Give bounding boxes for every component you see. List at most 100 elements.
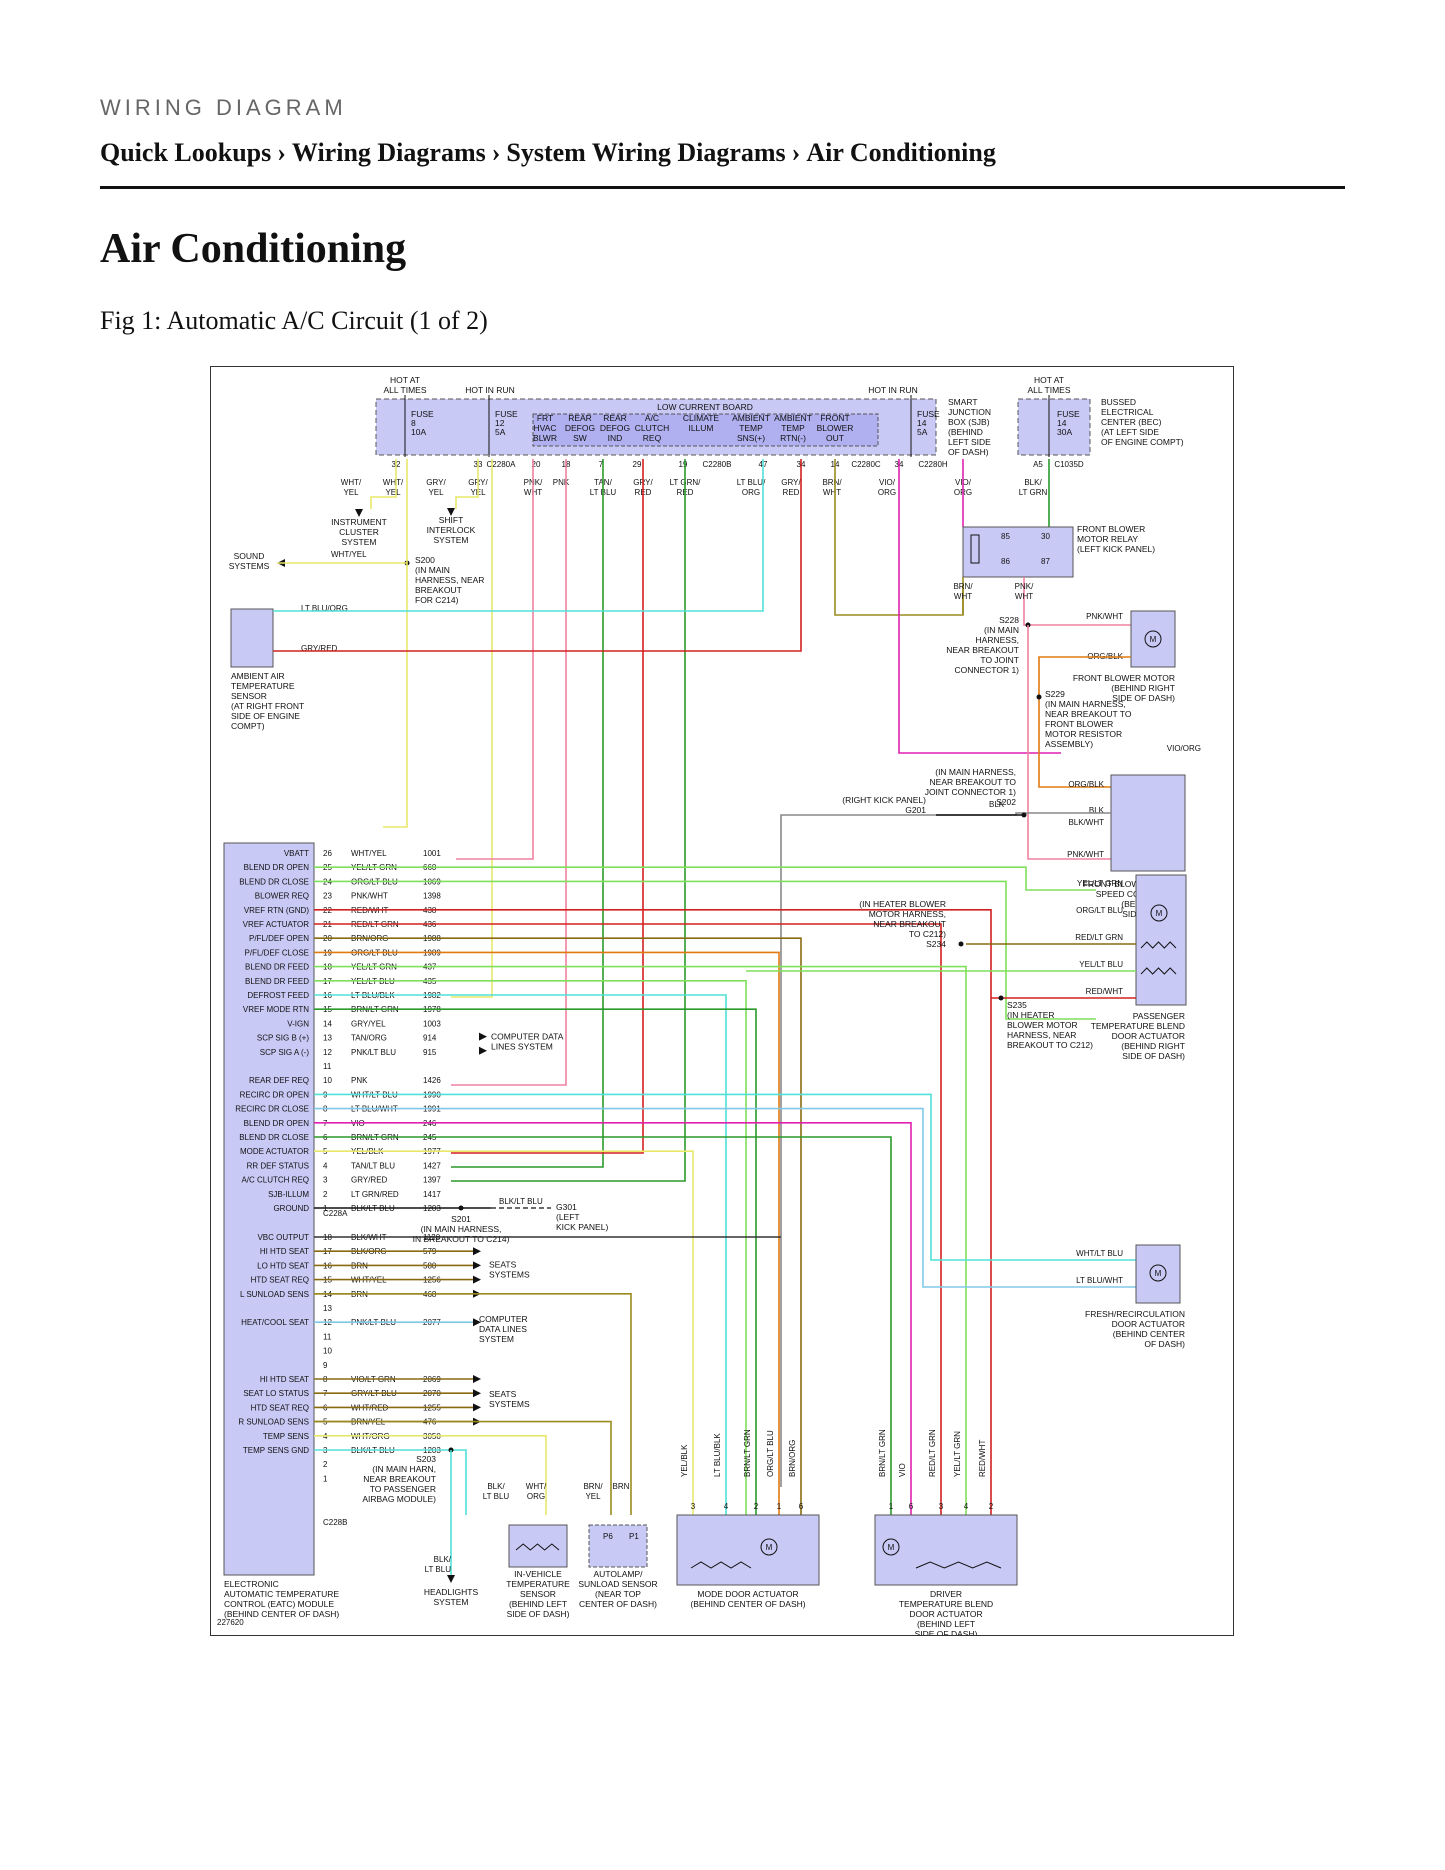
fresh-recirc-label: (BEHIND CENTER — [1113, 1329, 1185, 1339]
wire-color-label: WHT/ — [526, 1482, 547, 1491]
wire-wht-ltblu — [314, 1093, 1136, 1261]
eatc-pin-number: 1 — [323, 1474, 328, 1483]
eatc-label: ELECTRONIC — [224, 1579, 279, 1589]
eatc-pin-number: 26 — [323, 849, 332, 858]
computer-data-lines-label-2: DATA LINES — [479, 1324, 527, 1334]
connector-pin-label: 19 — [679, 460, 688, 469]
board-column-label: AMBIENT — [774, 413, 812, 423]
wire-red-ltgrn — [314, 923, 942, 1515]
blower-motor-icon — [1144, 630, 1162, 648]
header-divider — [100, 186, 1345, 189]
s200-label: BREAKOUT — [415, 585, 462, 595]
wire-color-label: BRN — [613, 1482, 630, 1491]
eatc-pin-function: VBATT — [284, 849, 309, 858]
eatc-pin-number: 9 — [323, 1361, 328, 1370]
resistor-icon — [1140, 941, 1177, 949]
wire-color-label: GRY/YEL — [351, 1019, 386, 1028]
in-vehicle-sensor-label: (BEHIND LEFT — [509, 1599, 567, 1609]
wire-color-label: VIO — [898, 1463, 907, 1477]
resistor-icon — [1140, 967, 1177, 975]
wire-color-label: VIO/ORG — [1167, 744, 1201, 753]
wire-color-label: BLK/ — [1024, 478, 1042, 487]
eatc-pin-function: L SUNLOAD SENS — [240, 1290, 309, 1299]
arrow-down-icon — [355, 509, 363, 517]
eatc-pin-function: HEAT/COOL SEAT — [241, 1318, 309, 1327]
wire-vio — [314, 1121, 912, 1515]
ambient-sensor-label: (AT RIGHT FRONT — [231, 701, 304, 711]
eatc-pin-function: DEFROST FEED — [247, 991, 309, 1000]
board-column-label: HVAC — [534, 423, 557, 433]
wire-vio-org — [898, 459, 1061, 754]
headlights-system-label: HEADLIGHTS — [424, 1587, 479, 1597]
board-column-label: BLOWER — [817, 423, 854, 433]
breadcrumb-item[interactable]: Quick Lookups — [100, 138, 272, 167]
wire-color-label: WHT — [1015, 592, 1033, 601]
wire-color-label: WHT — [954, 592, 972, 601]
relay-pin-label: 85 — [1001, 532, 1010, 541]
s234-label: MOTOR HARNESS, — [869, 909, 946, 919]
circuit-number: 1398 — [423, 892, 441, 901]
wire-brn-org — [314, 937, 802, 1515]
eatc-pin-function: V-IGN — [287, 1019, 309, 1028]
fuse-label: 8 — [411, 418, 416, 428]
bec-label: ELECTRICAL — [1101, 407, 1154, 417]
sjb-label: OF DASH) — [948, 447, 989, 457]
passenger-blend-label: SIDE OF DASH) — [1122, 1051, 1185, 1061]
breadcrumb-item[interactable]: Air Conditioning — [806, 138, 996, 167]
breadcrumb-item[interactable]: System Wiring Diagrams — [506, 138, 786, 167]
passenger-blend-motor-icon — [1150, 904, 1168, 922]
wire-pnk-wht-sc — [1027, 625, 1111, 860]
passenger-blend-label: TEMPERATURE BLEND — [1091, 1021, 1185, 1031]
shift-interlock-label: INTERLOCK — [427, 525, 476, 535]
speed-controller-label: FRONT BLOWER MOTOR — [1083, 879, 1185, 889]
s202-label: JOINT CONNECTOR 1) — [925, 787, 1016, 797]
motor-label: M — [888, 1543, 895, 1552]
fuse-label: 5A — [917, 427, 928, 437]
eatc-pin-function: RECIRC DR OPEN — [240, 1090, 310, 1099]
wire-color-label: LT BLU/ — [737, 478, 766, 487]
eatc-pin-number: 13 — [323, 1034, 332, 1043]
circuit-number: 1003 — [423, 1019, 441, 1028]
wire-color-label: BRN/ — [583, 1482, 603, 1491]
sjb-label: LEFT SIDE — [948, 437, 991, 447]
seats-systems-label-2: SYSTEMS — [489, 1399, 530, 1409]
breadcrumb-separator: › — [791, 138, 801, 167]
s202-label: (IN MAIN HARNESS, — [935, 767, 1016, 777]
s228-label: (IN MAIN — [984, 625, 1019, 635]
board-column-label: OUT — [826, 433, 844, 443]
s229-label: S229 — [1045, 689, 1065, 699]
wire-ltblu-wht — [314, 1107, 1136, 1288]
fuse-label: FUSE — [917, 409, 940, 419]
s203-label: NEAR BREAKOUT — [363, 1474, 436, 1484]
splice-s234 — [958, 941, 964, 947]
wire-color-label: BRN/LT GRN — [878, 1429, 887, 1477]
arrow-right-icon — [473, 1261, 481, 1270]
eatc-label: AUTOMATIC TEMPERATURE — [224, 1589, 339, 1599]
in-vehicle-sensor-label: SIDE OF DASH) — [507, 1609, 570, 1619]
s235-label: HARNESS, NEAR — [1007, 1030, 1076, 1040]
wire-color-label: PNK/LT BLU — [351, 1048, 396, 1057]
eatc-pin-function: HI HTD SEAT — [260, 1247, 309, 1256]
passenger-blend-label: DOOR ACTUATOR — [1112, 1031, 1185, 1041]
wire-wht-yel-vbatt — [383, 459, 408, 828]
circuit-number: 1426 — [423, 1076, 441, 1085]
relay-pin-label: 86 — [1001, 557, 1010, 566]
connector-pin-label: A5 — [1033, 460, 1043, 469]
s200-label: S200 — [415, 555, 435, 565]
arrow-down-icon — [447, 1575, 455, 1583]
wire-color-label: YEL/LT BLU — [1079, 960, 1123, 969]
s203-label: TO PASSENGER — [370, 1484, 436, 1494]
breadcrumb-item[interactable]: Wiring Diagrams — [291, 138, 486, 167]
circuit-number: 1417 — [423, 1190, 441, 1199]
eatc-pin-number: 10 — [323, 1076, 332, 1085]
passenger-blend-label: PASSENGER — [1133, 1011, 1185, 1021]
autolamp-label: (NEAR TOP — [595, 1589, 641, 1599]
eatc-pin-function: P/FL/DEF CLOSE — [245, 948, 309, 957]
relay-label: (LEFT KICK PANEL) — [1077, 544, 1155, 554]
wire-gry-yel — [455, 459, 479, 509]
s228-label: NEAR BREAKOUT — [946, 645, 1019, 655]
s235-label: (IN HEATER — [1007, 1010, 1055, 1020]
splice-s229 — [1036, 694, 1042, 700]
eatc-pin-function: BLEND DR OPEN — [244, 863, 310, 872]
sjb-label: SMART — [948, 397, 978, 407]
